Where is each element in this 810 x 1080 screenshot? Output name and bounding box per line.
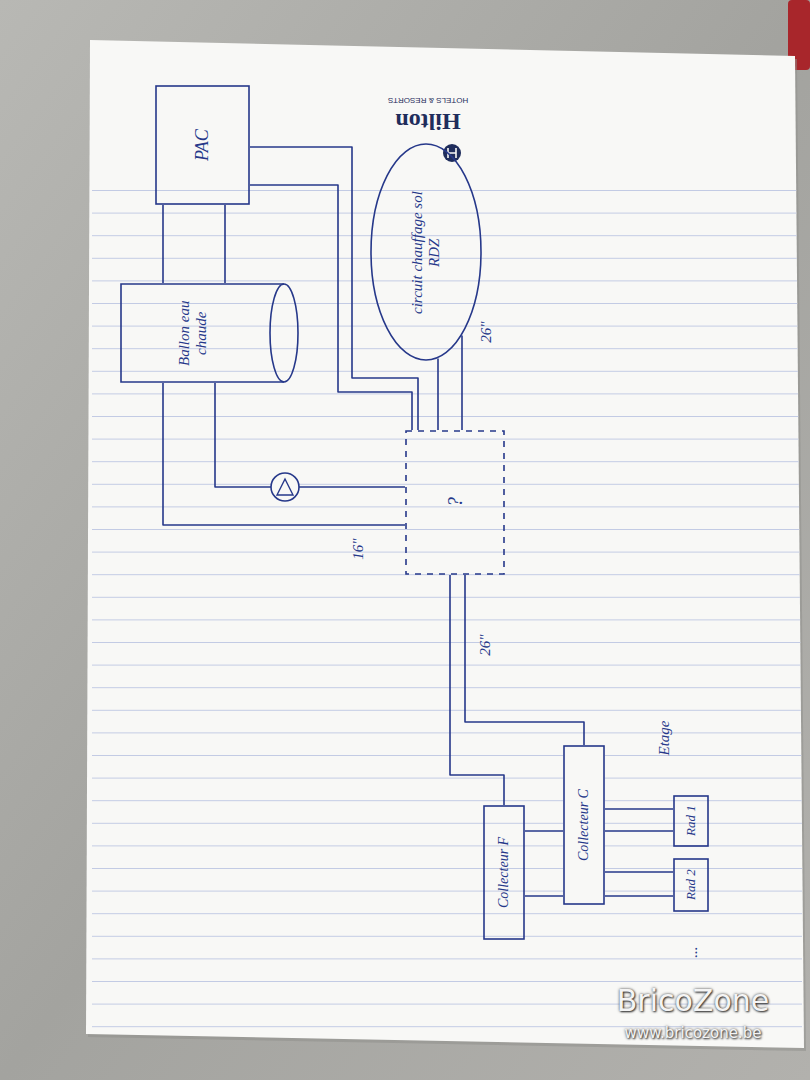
node-label: circuit chauffage sol RDZ <box>409 178 444 327</box>
pipe-dimension: 16" <box>350 538 367 559</box>
pipe-line <box>215 383 405 487</box>
pipe-line <box>605 871 673 873</box>
pump-triangle <box>277 479 293 495</box>
heat-pump-box: PAC <box>155 85 250 205</box>
box-outline <box>484 806 524 939</box>
box-outline <box>156 86 249 204</box>
hilton-logo <box>443 144 461 162</box>
pipe-line <box>465 575 584 745</box>
node-label: PAC <box>192 93 213 197</box>
node-label: Ballon eau chaude <box>176 291 211 375</box>
paper-shadow <box>88 43 806 1051</box>
pipe-dimension: 26" <box>478 321 495 342</box>
node-label: Rad 1 <box>684 799 699 843</box>
pipe-line <box>605 808 673 810</box>
pipe-line <box>437 358 439 430</box>
pipe-dimension: 26" <box>477 634 494 655</box>
node-label: ? <box>444 438 467 567</box>
continuation-dots: ... <box>684 946 701 957</box>
manifold-box: Collecteur C <box>563 745 605 905</box>
brand-tagline: HOTELS & RESORTS <box>388 96 468 105</box>
ruled-lines <box>92 190 802 1030</box>
radiator-box: Rad 2 <box>673 858 709 912</box>
box-outline <box>674 796 708 846</box>
radiator-box: Rad 1 <box>673 795 709 847</box>
floor-note: Etage <box>656 721 673 756</box>
pipe-line <box>224 205 226 283</box>
box-outline <box>674 859 708 911</box>
pipe-line <box>450 575 504 805</box>
brand-logo-text: Hilton <box>395 109 460 135</box>
node-label: Collecteur C <box>576 751 592 899</box>
node-label: Collecteur F <box>496 811 512 934</box>
pump-symbol <box>271 473 299 501</box>
dashed-outline <box>406 431 504 574</box>
pipe-line <box>162 205 164 283</box>
pipe-line <box>250 147 418 430</box>
floor-heating-ellipse: circuit chauffage sol RDZ <box>370 143 482 361</box>
paper-sheet <box>86 40 804 1048</box>
manifold-box: Collecteur F <box>483 805 525 940</box>
unknown-junction-box: ? <box>405 430 505 575</box>
pipe-line <box>461 335 463 430</box>
node-outline <box>120 283 300 383</box>
tank-body <box>121 284 284 382</box>
watermark: BricoZone <box>617 984 769 1017</box>
box-outline <box>564 746 604 904</box>
hot-water-tank: Ballon eau chaude <box>120 283 300 383</box>
node-label: Rad 2 <box>684 862 699 908</box>
pipe-line <box>250 185 412 430</box>
tank-end <box>270 284 298 382</box>
ellipse-outline <box>371 144 481 360</box>
pipe-line <box>163 383 405 525</box>
watermark-url: www.bricozone.be <box>625 1025 762 1042</box>
